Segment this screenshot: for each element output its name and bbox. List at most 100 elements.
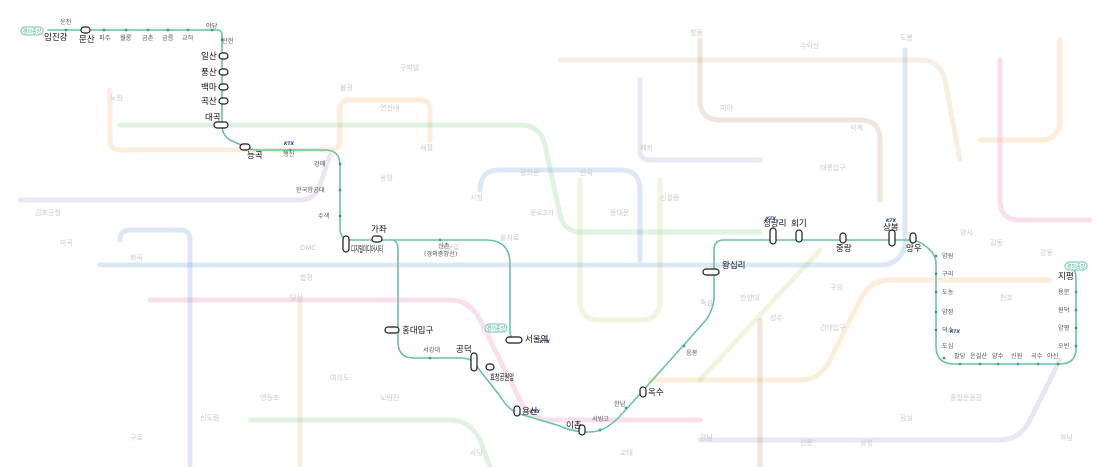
station-label-paju[interactable]: 파주 (99, 34, 111, 42)
station-label-tanhyeon[interactable]: 탄현 (222, 37, 234, 45)
transfer-hub-gajwa[interactable] (371, 235, 383, 243)
station-label-seogang[interactable]: 서강대 (423, 346, 440, 354)
station-dot (338, 214, 342, 218)
transfer-hub-munsan[interactable] (80, 26, 91, 34)
station-label-hongik[interactable]: 홍대입구 (402, 325, 433, 336)
transfer-hub-hoegi[interactable] (795, 229, 803, 243)
bg-label: 건대입구 (820, 323, 846, 332)
line-tag-west: 경의중앙 (20, 26, 44, 36)
transfer-hub-hongik[interactable] (384, 326, 400, 334)
bg-label: 사당 (470, 448, 483, 457)
transfer-hub-ichon[interactable] (578, 424, 586, 436)
station-label-hanggongdae[interactable]: 한국항공대 (296, 186, 325, 194)
station-label-yangwon[interactable]: 양원 (942, 252, 954, 260)
station-label-donong[interactable]: 도농 (942, 289, 954, 296)
bg-label: 광화문 (520, 169, 540, 177)
station-label-yadang[interactable]: 야당 (206, 22, 218, 30)
station-dot (288, 148, 292, 152)
station-label-asin[interactable]: 아신 (1047, 352, 1059, 360)
station-label-yangpyeong[interactable]: 양평 (1058, 324, 1069, 332)
station-label-gyoha[interactable]: 교하 (182, 34, 194, 42)
station-label-jipyeong[interactable]: 지평 (1058, 271, 1074, 282)
station-label-eungbong[interactable]: 응봉 (686, 349, 698, 357)
station-label-baengma[interactable]: 백마 (201, 82, 217, 93)
station-label-oksu[interactable]: 옥수 (648, 388, 664, 398)
station-label-susaek[interactable]: 수색 (318, 212, 330, 220)
station-label-guri[interactable]: 구리 (942, 270, 953, 278)
station-label-wangsimni[interactable]: 왕십리 (722, 261, 745, 271)
station-label-mangu[interactable]: 망우 (906, 243, 922, 254)
station-label-wollong[interactable]: 월롱 (120, 34, 132, 42)
station-label-cheongnyangni[interactable]: 청량리 (763, 218, 786, 229)
transfer-hub-seoul[interactable] (505, 336, 523, 344)
transfer-hub-ilsan[interactable] (218, 52, 229, 60)
station-label-yongmun[interactable]: 용문 (1058, 289, 1070, 296)
station-label-dosim[interactable]: 도심 (942, 342, 953, 350)
transfer-hub-hyochang[interactable] (485, 363, 495, 371)
station-label-geumneung[interactable]: 금릉 (162, 35, 174, 42)
station-label-yongsan[interactable]: 용산 (522, 406, 538, 417)
transfer-hub-jungnang[interactable] (839, 232, 847, 244)
station-label-jungnang[interactable]: 중랑 (836, 243, 852, 254)
bg-label: 마곡 (60, 238, 73, 247)
station-label-deokso[interactable]: 덕소 (942, 327, 954, 334)
transfer-hub-baengma[interactable] (218, 83, 229, 91)
station-label-neunggok[interactable]: 능곡 (247, 151, 263, 161)
station-label-seobinggo[interactable]: 서빙고 (592, 415, 609, 423)
station-label-hannam[interactable]: 한남 (614, 400, 626, 408)
station-label-goksan[interactable]: 곡산 (201, 96, 217, 107)
bg-label: 당산 (290, 293, 303, 302)
station-label-gongdeok[interactable]: 공덕 (456, 344, 472, 355)
station-label-paldang[interactable]: 팔당 (954, 352, 966, 360)
svg-text:경의중앙: 경의중앙 (23, 28, 42, 35)
station-label-ilsan[interactable]: 일산 (201, 51, 217, 62)
station-label-gajwa[interactable]: 가좌 (371, 225, 387, 235)
station-dot (338, 188, 342, 192)
transfer-hub-gongdeok[interactable] (470, 352, 478, 372)
bg-label: 응암 (380, 174, 393, 182)
transfer-hub-neunggok[interactable] (239, 143, 251, 151)
station-label-ichon[interactable]: 이촌 (566, 420, 582, 431)
station-label-ungilsan[interactable]: 운길산 (970, 352, 987, 360)
transfer-hub-pungsan[interactable] (218, 68, 229, 76)
station-label-seoul[interactable]: 서울역 (525, 334, 548, 345)
station-dot (598, 428, 602, 432)
station-label-daegok[interactable]: 대곡 (205, 113, 221, 123)
station-label-munsan[interactable]: 문산 (79, 34, 95, 45)
transfer-hub-yongsan[interactable] (513, 405, 521, 417)
transfer-hubs (80, 26, 917, 436)
station-dot (338, 162, 342, 166)
station-label-wondeok[interactable]: 원덕 (1058, 306, 1069, 314)
bg-label: 시청 (470, 194, 483, 202)
station-label-sinwon[interactable]: 신원 (1011, 352, 1023, 360)
station-label-sinchon[interactable]: 신촌 (438, 242, 450, 250)
station-label-geumchon[interactable]: 금촌 (142, 34, 154, 42)
background-network: 노원 창동 수락산 동대문 종로3가 시청 을지로 신설동 미아 성수 건대입구… (17, 29, 1093, 467)
station-label-haengsin[interactable]: 행신 (283, 150, 295, 158)
station-label-obin[interactable]: 오빈 (1058, 342, 1070, 350)
station-label-dmc[interactable]: 디지털미디어시티 (351, 244, 383, 255)
transfer-hub-oksu[interactable] (639, 386, 647, 398)
station-label-uncheon[interactable]: 운천 (60, 18, 72, 26)
station-labels: 임진강 문산 운천 파주 월롱 금촌 금릉 교하 야당 탄현 일산 풍산 백마 … (44, 18, 1074, 431)
station-label-hoegi[interactable]: 회기 (791, 219, 807, 229)
transfer-hub-cheongnyangni[interactable] (769, 227, 777, 245)
ktx-markers: KTX KTX KTX KTX KTX KTX (284, 141, 961, 415)
station-label-hyochang[interactable]: 효창공원앞 (490, 372, 514, 383)
station-dot (1074, 308, 1078, 312)
station-label-imjingang[interactable]: 임진강 (44, 32, 68, 43)
station-label-guksu[interactable]: 국수 (1031, 353, 1043, 360)
station-label-pungsan[interactable]: 풍산 (201, 67, 217, 78)
station-label-sangbong[interactable]: 상봉 (883, 222, 899, 233)
transfer-hub-goksan[interactable] (218, 97, 229, 105)
transfer-hub-wangsimni[interactable] (702, 268, 720, 276)
station-dot (682, 344, 686, 348)
station-label-gangmae[interactable]: 강매 (314, 160, 326, 168)
station-label-yangjeong[interactable]: 양정 (942, 308, 953, 316)
transfer-hub-mangu[interactable] (909, 232, 917, 244)
transfer-hub-sangbong[interactable] (888, 229, 896, 247)
station-dot (1036, 362, 1040, 366)
transfer-hub-daegok[interactable] (213, 121, 229, 129)
station-label-yangsu[interactable]: 양수 (992, 352, 1004, 360)
transfer-hub-dmc[interactable] (342, 235, 350, 253)
